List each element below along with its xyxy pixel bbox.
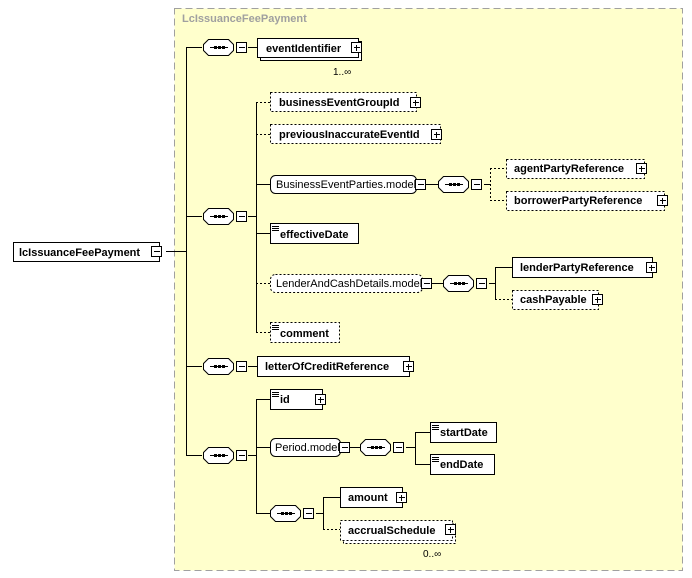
expand-icon[interactable] [396, 492, 407, 503]
element-borrowerPartyReference[interactable]: borrowerPartyReference [506, 191, 668, 211]
element-startDate[interactable]: startDate [430, 422, 497, 443]
sequence-compositor-1[interactable] [203, 39, 247, 56]
collapse-icon[interactable] [151, 246, 162, 257]
expand-icon[interactable] [431, 129, 442, 140]
sequence-compositor-2[interactable] [203, 208, 247, 225]
element-amount[interactable]: amount [340, 487, 407, 508]
sequence-compositor-3[interactable] [203, 358, 247, 375]
sequence-compositor-period[interactable] [360, 439, 404, 456]
element-label: comment [280, 328, 329, 340]
element-label: startDate [440, 427, 488, 439]
collapse-icon[interactable] [236, 450, 247, 461]
element-comment[interactable]: comment [270, 322, 340, 343]
group-label: BusinessEventParties.model [276, 179, 416, 191]
cardinality-label: 1..∞ [333, 67, 351, 78]
group-label: Period.model [275, 442, 340, 454]
sequence-compositor-amount[interactable] [270, 505, 314, 522]
connector-lines [166, 47, 512, 530]
collapse-icon[interactable] [471, 179, 482, 190]
collapse-icon[interactable] [303, 508, 314, 519]
group-LenderAndCashDetails-model[interactable]: LenderAndCashDetails.model [270, 274, 432, 293]
element-eventIdentifier[interactable]: eventIdentifier [257, 38, 362, 61]
element-label: cashPayable [520, 294, 587, 306]
element-cashPayable[interactable]: cashPayable [512, 290, 603, 310]
element-label: letterOfCreditReference [265, 361, 389, 373]
collapse-icon[interactable] [339, 442, 350, 453]
simple-content-icon [432, 457, 439, 462]
expand-icon[interactable] [445, 524, 456, 535]
element-label: id [280, 394, 290, 406]
sequence-compositor-business-parties[interactable] [438, 176, 482, 193]
root-element-lcIssuanceFeePayment[interactable]: lcIssuanceFeePayment [13, 242, 162, 262]
collapse-icon[interactable] [415, 179, 426, 190]
element-label: businessEventGroupId [279, 97, 399, 109]
expand-icon[interactable] [636, 163, 647, 174]
element-label: effectiveDate [280, 229, 348, 241]
element-endDate[interactable]: endDate [430, 454, 495, 475]
collapse-icon[interactable] [393, 442, 404, 453]
collapse-icon[interactable] [236, 211, 247, 222]
expand-icon[interactable] [351, 42, 362, 53]
element-label: amount [348, 492, 388, 504]
element-label: lenderPartyReference [520, 262, 634, 274]
expand-icon[interactable] [646, 262, 657, 273]
element-agentPartyReference[interactable]: agentPartyReference [506, 159, 647, 179]
element-previousInaccurateEventId[interactable]: previousInaccurateEventId [270, 124, 442, 144]
element-label: agentPartyReference [514, 163, 624, 175]
element-lenderPartyReference[interactable]: lenderPartyReference [512, 257, 657, 278]
type-container [174, 8, 683, 571]
element-businessEventGroupId[interactable]: businessEventGroupId [270, 92, 421, 112]
cardinality-label: 0..∞ [423, 549, 441, 560]
element-label: eventIdentifier [266, 43, 342, 55]
group-BusinessEventParties-model[interactable]: BusinessEventParties.model [270, 175, 426, 194]
expand-icon[interactable] [403, 361, 414, 372]
sequence-compositor-4[interactable] [203, 447, 247, 464]
simple-content-icon [272, 325, 279, 330]
element-label: accrualSchedule [348, 525, 435, 537]
root-element-label: lcIssuanceFeePayment [19, 247, 140, 259]
simple-content-icon [272, 392, 279, 397]
simple-content-icon [272, 226, 279, 231]
sequence-compositor-lender-cash[interactable] [443, 275, 487, 292]
expand-icon[interactable] [657, 195, 668, 206]
element-label: previousInaccurateEventId [279, 129, 420, 141]
collapse-icon[interactable] [421, 278, 432, 289]
element-label: endDate [440, 459, 483, 471]
element-accrualSchedule[interactable]: accrualSchedule [340, 520, 456, 544]
element-id[interactable]: id [270, 389, 326, 410]
element-label: borrowerPartyReference [514, 195, 642, 207]
expand-icon[interactable] [315, 394, 326, 405]
expand-icon[interactable] [592, 294, 603, 305]
type-title: LcIssuanceFeePayment [182, 13, 307, 25]
element-letterOfCreditReference[interactable]: letterOfCreditReference [257, 356, 414, 377]
collapse-icon[interactable] [236, 361, 247, 372]
expand-icon[interactable] [410, 97, 421, 108]
simple-content-icon [432, 425, 439, 430]
collapse-icon[interactable] [476, 278, 487, 289]
group-Period-model[interactable]: Period.model [270, 438, 350, 457]
group-label: LenderAndCashDetails.model [276, 278, 422, 290]
element-effectiveDate[interactable]: effectiveDate [270, 223, 359, 244]
collapse-icon[interactable] [236, 42, 247, 53]
